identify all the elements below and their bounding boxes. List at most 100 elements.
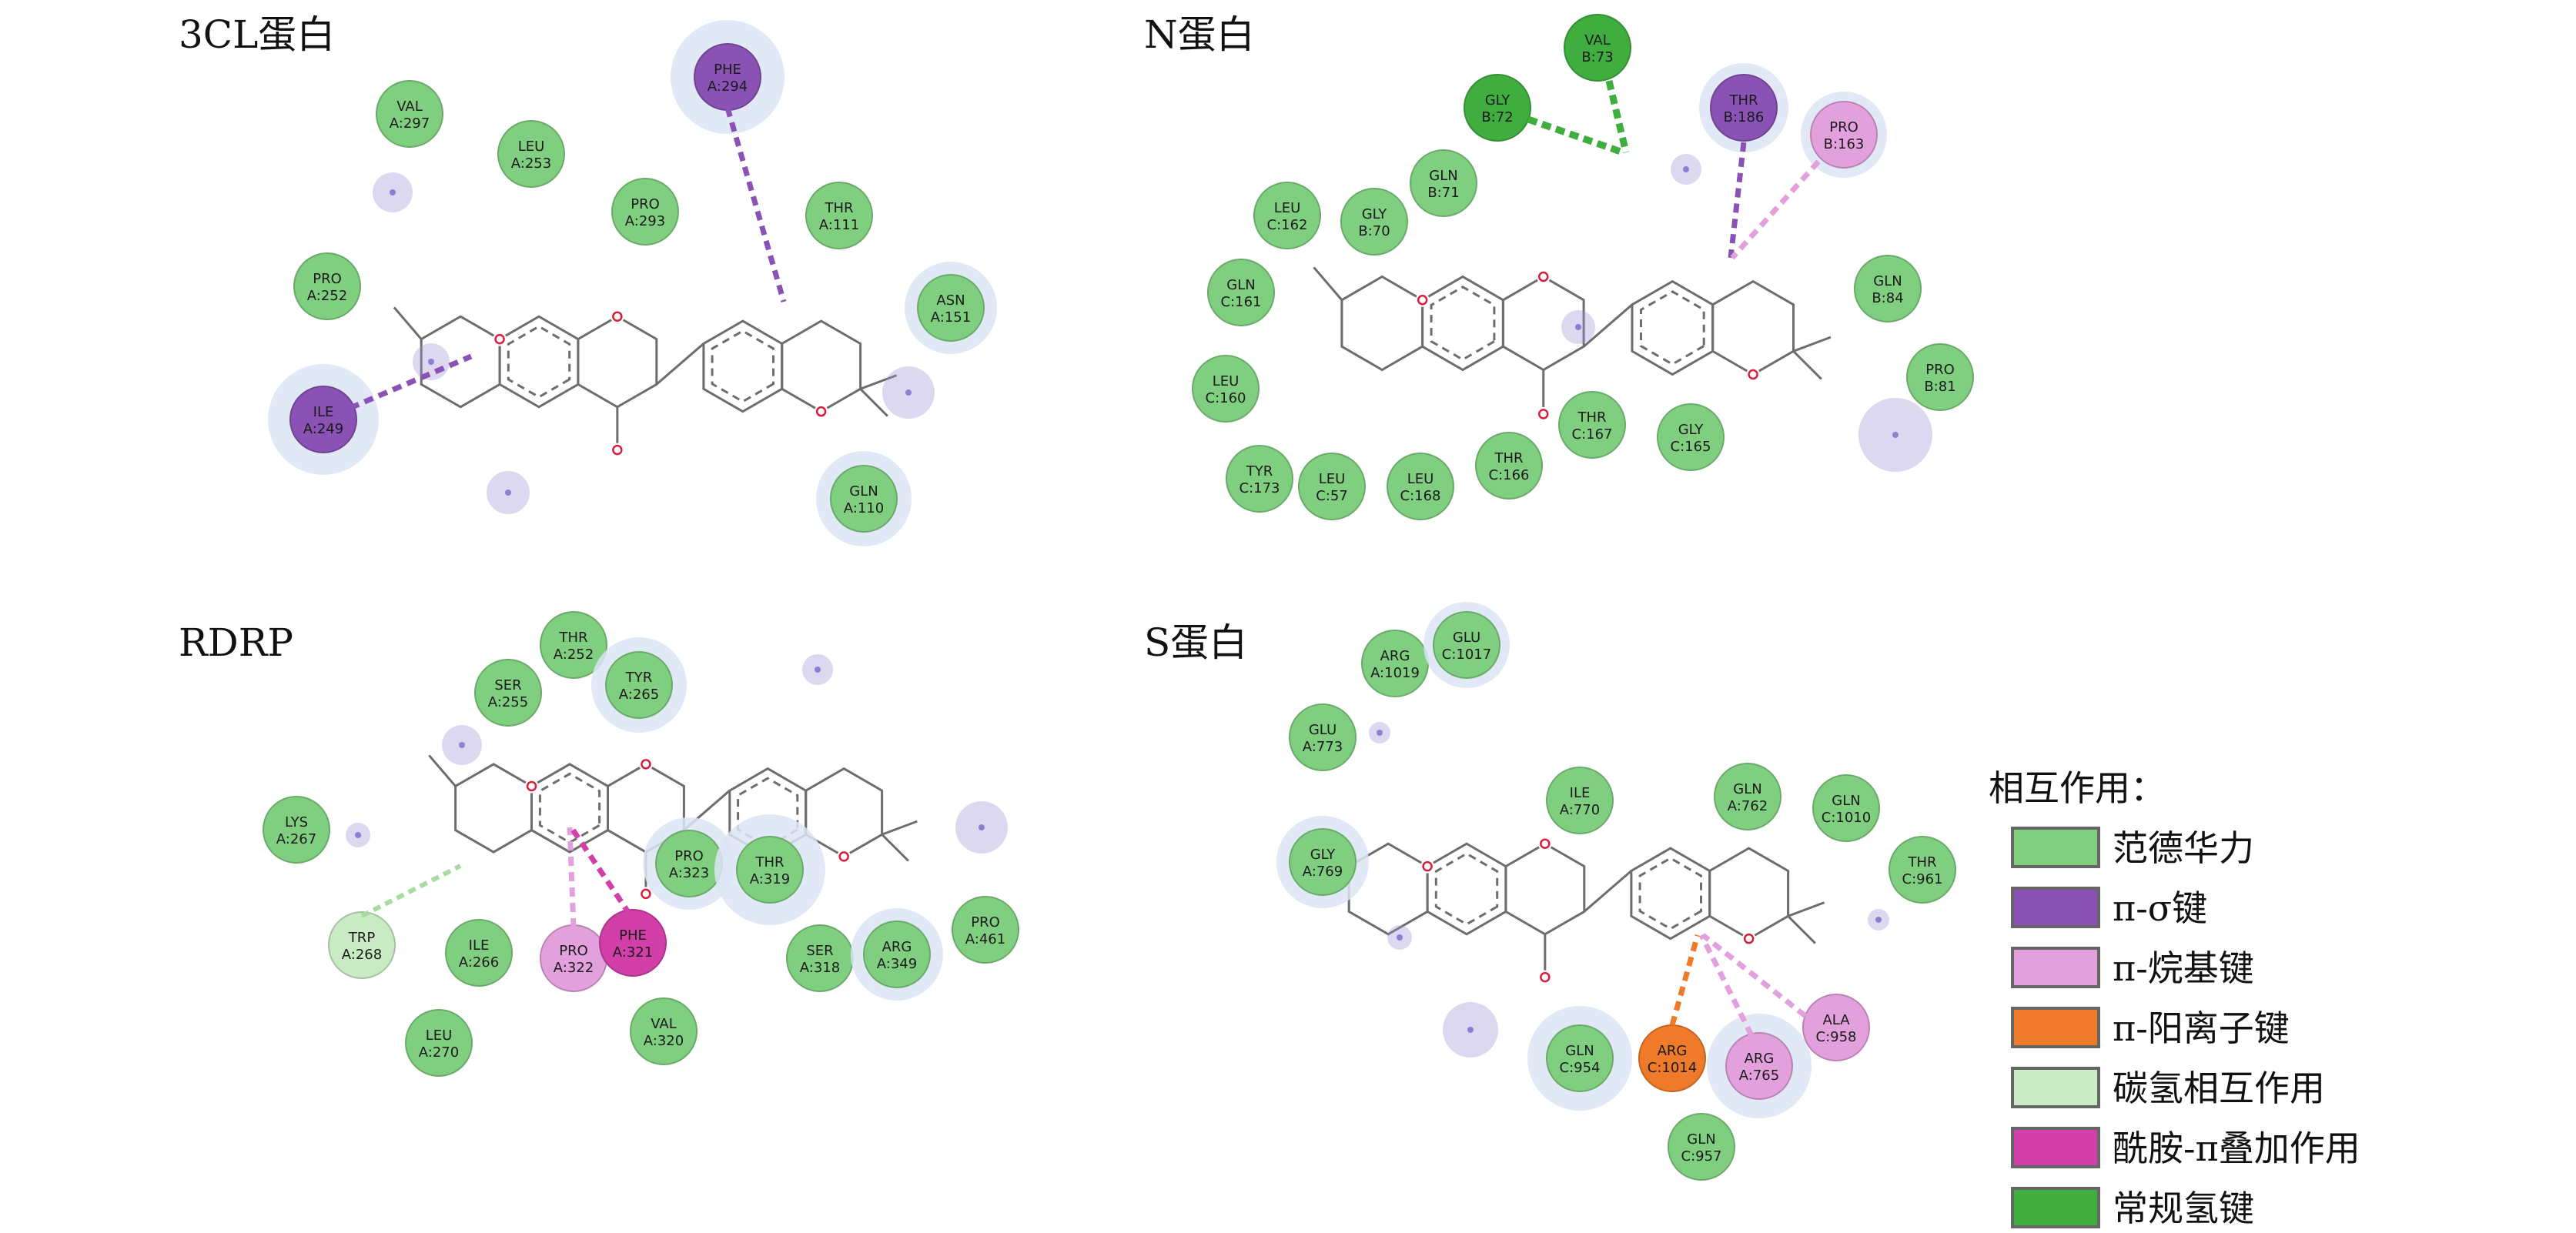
aromatic-bond xyxy=(1638,857,1702,931)
pi-alkyl-interaction xyxy=(1698,934,1755,1037)
residue-disc xyxy=(1710,74,1778,142)
residue-disc xyxy=(805,182,873,249)
residue-disc xyxy=(952,896,1019,964)
legend-label: 酰胺-π叠加作用 xyxy=(2113,1128,2360,1169)
residue-id: C:1014 xyxy=(1648,1060,1697,1076)
residue-name: ILE xyxy=(313,404,334,420)
residue-disc xyxy=(1657,403,1725,471)
atom-dot xyxy=(1467,1027,1474,1033)
residue-name: THR xyxy=(1494,450,1523,466)
aromatic-bond xyxy=(538,772,601,844)
residue-name: LYS xyxy=(285,814,308,830)
hbond-interaction xyxy=(1605,79,1630,154)
atom-dot xyxy=(1892,432,1899,438)
residue-id: A:255 xyxy=(488,694,528,710)
residue-id: C:165 xyxy=(1671,439,1711,455)
aromatic-bond xyxy=(507,325,571,399)
residue-disc xyxy=(1289,703,1357,771)
panel-title: S蛋白 xyxy=(1144,620,1247,665)
legend: 相互作用： 范德华力 π-σ键 π-烷基键 π-阳离子键 碳氢相互作用 酰胺-π… xyxy=(1989,767,2360,1229)
residue-name: GLU xyxy=(1453,630,1480,646)
atom-dot xyxy=(1575,324,1581,330)
pi-alkyl-interaction xyxy=(1701,933,1808,1018)
residue-name: GLN xyxy=(1565,1043,1594,1059)
pi-cation-interaction xyxy=(1669,934,1701,1026)
residue-id: C:954 xyxy=(1560,1060,1601,1076)
residue-disc xyxy=(1464,74,1531,142)
oxygen-atom xyxy=(1748,369,1758,380)
atom-dot xyxy=(815,667,821,673)
oxygen-atom xyxy=(612,444,623,456)
legend-label: 范德华力 xyxy=(2113,827,2254,869)
residue-name: THR xyxy=(558,630,587,646)
residue-disc xyxy=(376,80,443,148)
residue-name: PRO xyxy=(631,196,660,212)
ring-bond xyxy=(1711,279,1795,376)
residue-disc xyxy=(1812,774,1880,842)
residue-id: C:160 xyxy=(1206,390,1246,406)
ring-bond xyxy=(1421,275,1504,372)
legend-item: 碳氢相互作用 xyxy=(2011,1067,2325,1109)
residue-disc xyxy=(736,836,804,904)
methyl-bond xyxy=(1787,915,1816,944)
residue-id: A:297 xyxy=(390,115,430,132)
pi-alkyl-interaction xyxy=(567,827,577,928)
oxygen-atom xyxy=(526,780,537,792)
residue-name: ARG xyxy=(1658,1043,1688,1059)
residue-disc xyxy=(405,1009,473,1077)
residue-disc xyxy=(445,919,513,987)
legend-label: π-烷基键 xyxy=(2113,947,2254,989)
residue-disc xyxy=(540,611,607,679)
atom-dot xyxy=(905,389,912,396)
residue-name: LEU xyxy=(426,1028,453,1044)
residue-disc xyxy=(1387,453,1454,520)
residue-name: TRP xyxy=(348,930,376,946)
legend-label: π-σ键 xyxy=(2113,887,2207,929)
oxygen-atom xyxy=(641,759,651,770)
ring-bond xyxy=(1426,842,1507,936)
residue-id: A:268 xyxy=(342,947,382,963)
residue-id: A:765 xyxy=(1739,1068,1779,1084)
residue-name: ARG xyxy=(1380,648,1410,664)
residue-disc xyxy=(1558,391,1626,459)
residue-id: B:72 xyxy=(1481,109,1513,125)
residue-disc xyxy=(1253,182,1321,249)
residue-disc xyxy=(289,386,357,453)
residue-id: A:322 xyxy=(554,960,594,976)
residue-name: THR xyxy=(1907,854,1936,870)
ring-bond xyxy=(1630,847,1711,941)
aromatic-bond xyxy=(1430,286,1496,361)
oxygen-atom xyxy=(1540,971,1551,983)
methyl-bond xyxy=(1792,336,1832,353)
legend-item: π-σ键 xyxy=(2011,887,2207,929)
residue-disc xyxy=(1810,101,1878,169)
panel-n: VALB:73GLYB:72THRB:186PROB:163GLNB:71LEU… xyxy=(1192,14,1974,520)
residue-name: GLY xyxy=(1678,422,1705,438)
residue-name: VAL xyxy=(651,1016,677,1032)
residue-disc xyxy=(1410,149,1477,217)
residue-name: LEU xyxy=(1213,373,1239,389)
residue-name: PRO xyxy=(313,271,342,287)
residue-name: ARG xyxy=(882,939,912,955)
residue-disc xyxy=(1289,828,1357,896)
panel-title: RDRP xyxy=(179,620,293,665)
linker-bond xyxy=(1583,303,1633,348)
